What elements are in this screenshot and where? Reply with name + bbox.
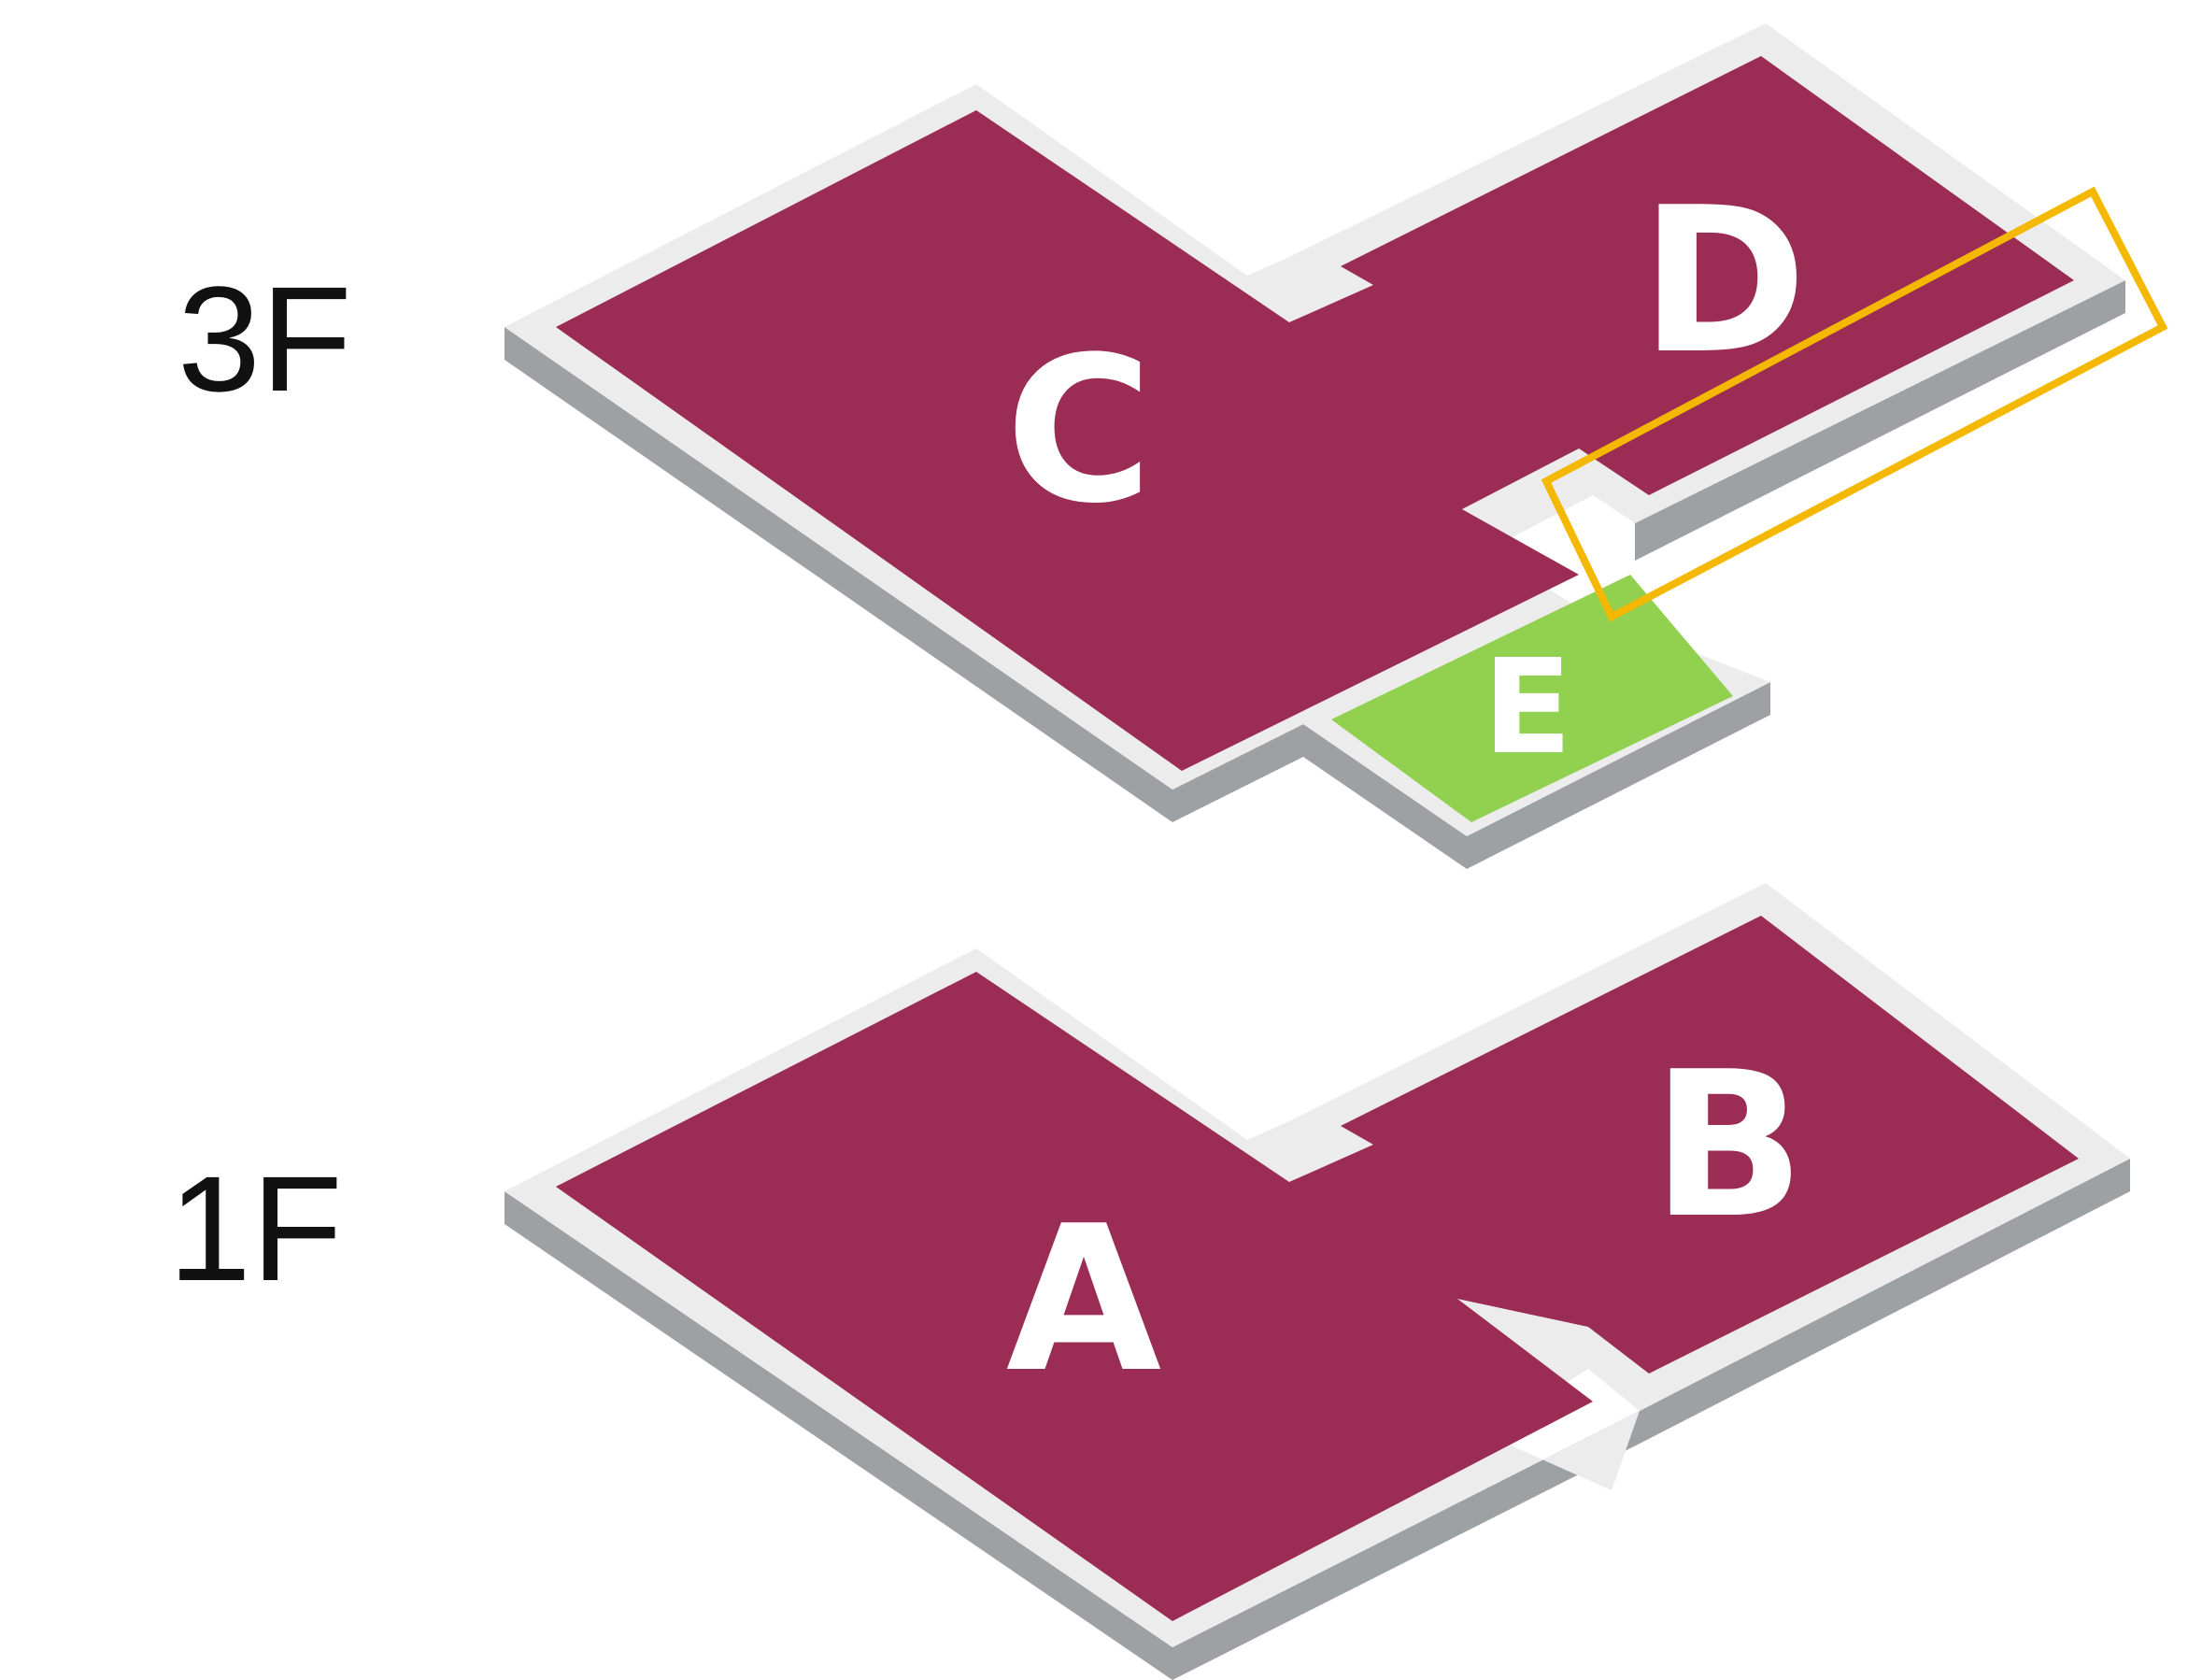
zone-a-label: A [1006,1182,1161,1417]
floor-label-3f: 3F [178,255,352,422]
floor-1f: A B [504,883,2130,1680]
zone-e-area [1331,575,1733,822]
zone-b-label: B [1652,1028,1805,1262]
floor-3f: C D E [504,23,2125,869]
zone-e-label: E [1483,632,1572,784]
zone-d-label: D [1641,164,1807,398]
floor-1f-slab-side [504,1159,2130,1680]
zone-c-area [556,56,2074,771]
zone-c-label: C [1005,313,1153,548]
highlight-box [1541,186,2168,622]
zone-ab-area [556,916,2079,1621]
floor-3f-slab-side [504,280,2125,869]
floor-label-1f: 1F [168,1145,343,1312]
